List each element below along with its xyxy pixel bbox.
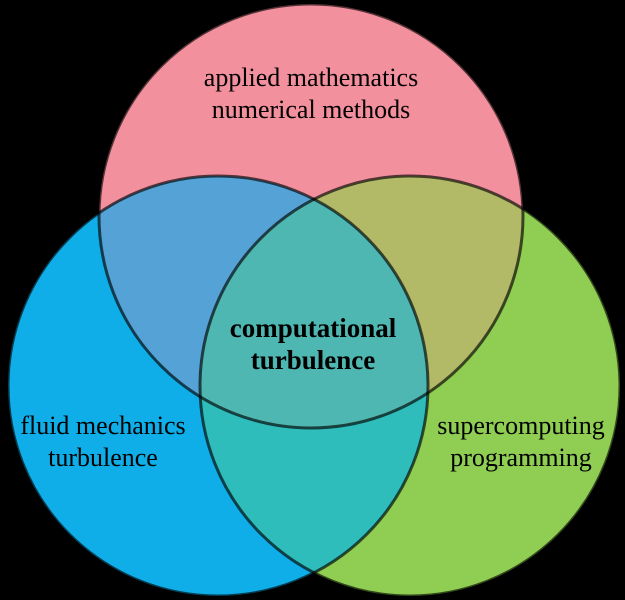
outline-fluid-mechanics <box>6 174 430 598</box>
label-center-line2: turbulence <box>251 345 376 375</box>
outline-applied-mathematics <box>97 2 525 430</box>
label-applied-mathematics-line2: numerical methods <box>212 95 411 124</box>
label-supercomputing-line1: supercomputing <box>437 411 605 440</box>
label-supercomputing-line2: programming <box>450 443 592 472</box>
overlap-center-fill <box>200 176 428 428</box>
label-fluid-mechanics-line1: fluid mechanics <box>20 411 185 440</box>
label-applied-mathematics-line1: applied mathematics <box>204 63 418 92</box>
label-center-line1: computational <box>230 313 397 343</box>
label-fluid-mechanics-line2: turbulence <box>48 443 158 472</box>
overlap-center-outer <box>200 176 428 428</box>
outline-supercomputing <box>198 174 622 598</box>
overlap-center-inner <box>200 176 428 428</box>
